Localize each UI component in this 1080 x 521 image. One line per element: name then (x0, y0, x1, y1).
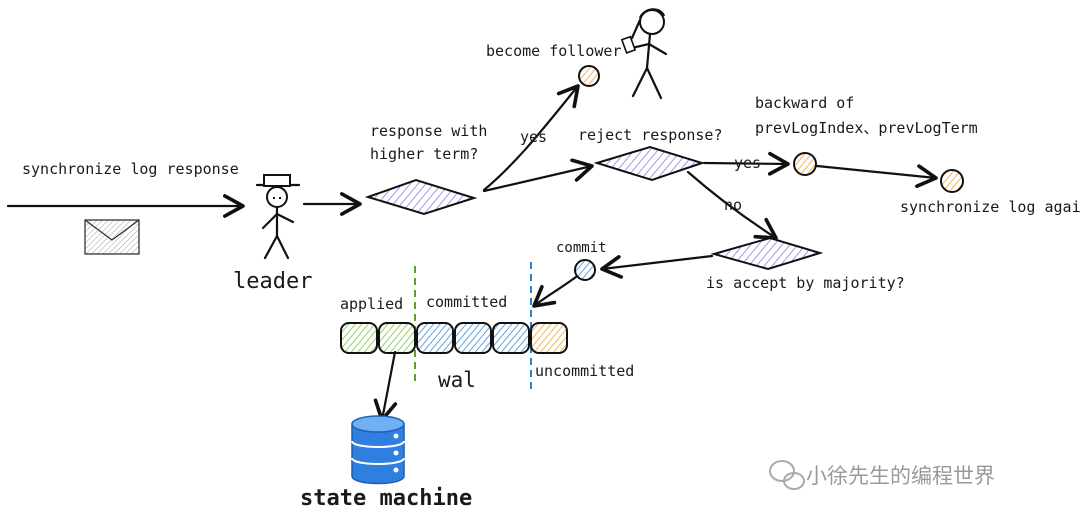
arrow-to-commit (600, 254, 714, 279)
uncommitted-label: uncommitted (535, 362, 634, 380)
commit-label: commit (556, 240, 607, 256)
higher-term-label-line1: response with (370, 122, 487, 140)
log-entry-committed (454, 322, 492, 354)
become-follower-node (578, 65, 600, 87)
higher-term-label-line2: higher term? (370, 145, 478, 163)
backward-node (793, 152, 817, 176)
envelope-icon (84, 219, 140, 255)
reject-response-label: reject response? (578, 126, 723, 144)
log-entry-committed (492, 322, 530, 354)
applied-label: applied (340, 295, 403, 313)
become-follower-label: become follower (486, 42, 621, 60)
log-entry-applied (378, 322, 416, 354)
log-entry-uncommitted (530, 322, 568, 354)
stick-figure-follower-icon (620, 8, 668, 100)
decision-higher-term (364, 178, 478, 216)
commit-node (574, 259, 596, 281)
watermark-label: 小徐先生的编程世界 (806, 464, 995, 488)
yes-label-1: yes (520, 128, 547, 146)
arrow-log-to-state-machine (373, 350, 398, 422)
sync-again-node (940, 169, 964, 193)
no-label: no (724, 196, 742, 214)
decision-majority (710, 236, 824, 271)
decision-reject-response (593, 145, 706, 182)
stick-figure-leader-icon (255, 174, 301, 260)
arrow-to-backward-node (702, 151, 790, 176)
backward-label-line2: prevLogIndex、prevLogTerm (755, 119, 978, 137)
committed-label: committed (426, 293, 507, 311)
majority-label: is accept by majority? (706, 274, 905, 292)
arrow-to-sync-again (815, 164, 938, 189)
wal-label: wal (438, 368, 476, 392)
backward-label-line1: backward of (755, 94, 854, 112)
sync-again-label: synchronize log again (900, 198, 1080, 216)
arrow-commit-to-log (532, 275, 578, 308)
state-machine-label: state machine (300, 486, 472, 511)
yes-label-2: yes (734, 154, 761, 172)
arrow-to-become-follower (482, 84, 580, 192)
wal-log (340, 322, 568, 354)
arrow-to-majority-decision (686, 170, 778, 240)
leader-label: leader (233, 269, 312, 294)
database-icon (351, 415, 405, 485)
log-entry-committed (416, 322, 454, 354)
arrow-to-reject-decision (482, 158, 594, 193)
sync-response-label: synchronize log response (22, 160, 239, 178)
wechat-icon (769, 460, 805, 490)
log-entry-applied (340, 322, 378, 354)
